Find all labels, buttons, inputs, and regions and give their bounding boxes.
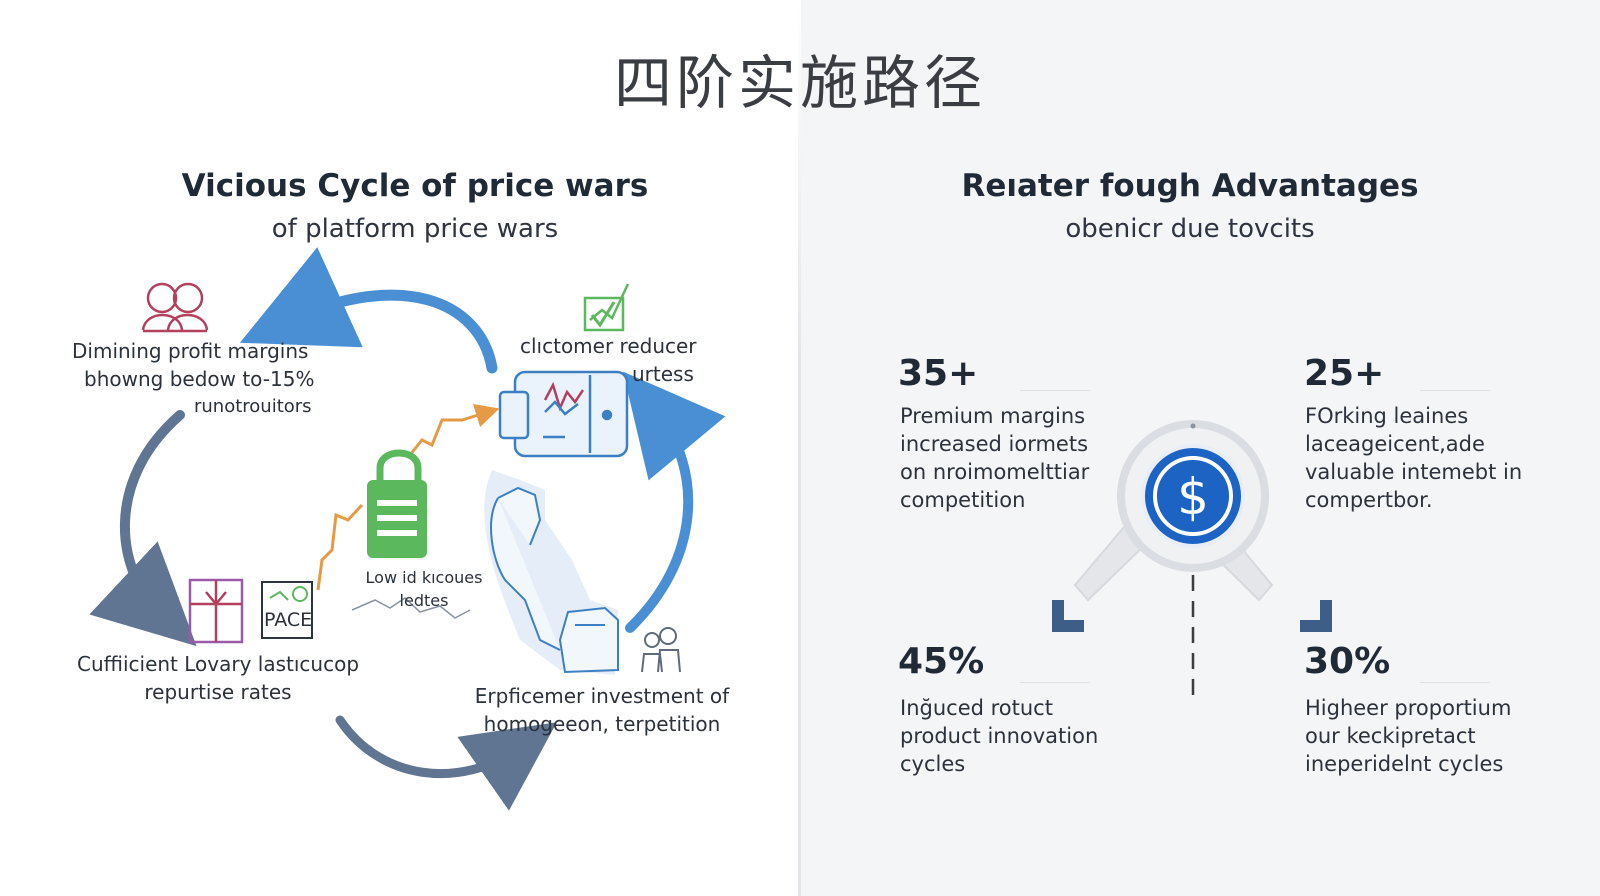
label-loyalty: Cuffiicient Lovary lastıcucop repurtise …	[68, 650, 368, 706]
label-low-line2: ledtes	[399, 591, 449, 610]
stat-1-line3: on nroimomelttiar	[900, 460, 1090, 484]
small-people-icon	[641, 627, 681, 673]
label-loyalty-line2: repurtise rates	[144, 680, 292, 704]
label-loyalty-line1: Cuffiicient Lovary lastıcucop	[76, 652, 360, 676]
cycle-arrow-bottom	[335, 715, 557, 811]
coin-blue-disc	[1141, 444, 1245, 548]
stat-2-line2: laceageicent,ade	[1305, 432, 1485, 456]
right-panel-title: Reıater fough Advantages	[961, 168, 1419, 204]
stat-text-3: Inğuced rotuct product innovation cycles	[900, 694, 1130, 778]
label-margins: Dimining profit margins bhowng bedow to-…	[72, 337, 314, 421]
stat-4-line3: ineperidelnt cycles	[1305, 752, 1504, 776]
label-margins-line1: Dimining profit margins	[72, 339, 309, 363]
scribble-line	[351, 597, 471, 619]
label-margins-line3: runotrouitors	[194, 396, 312, 417]
stat-4-line2: our keckipretact	[1305, 724, 1476, 748]
stat-text-1: Premium margins increased iormets on nro…	[900, 402, 1130, 514]
pace-box	[261, 581, 313, 639]
stat-4-line1: Higheer proportium	[1305, 696, 1512, 720]
stat-value-4: 30%	[1304, 641, 1391, 682]
vicious-cycle-diagram	[89, 247, 726, 811]
label-investment-line1: Erpficemer investment of	[474, 684, 730, 708]
label-customer-line1: clıctomer reducer	[520, 334, 697, 358]
stat-divider-1	[1020, 390, 1090, 391]
stat-divider-2	[1420, 390, 1490, 391]
stat-3-line2: product innovation	[900, 724, 1099, 748]
phone-chart-icon	[498, 370, 629, 458]
stat-divider-3	[1020, 682, 1090, 683]
stat-2-line3: valuable intemebt in	[1305, 460, 1523, 484]
dollar-coin-icon: $	[1177, 468, 1209, 526]
label-investment: Erpficemer investment of homogeeon, terp…	[462, 682, 742, 738]
stat-divider-4	[1420, 682, 1490, 683]
stat-value-2: 25+	[1304, 353, 1385, 394]
stat-1-line4: competition	[900, 488, 1026, 512]
label-customer-line2: urtess	[632, 362, 694, 386]
cycle-arrow-left	[89, 410, 197, 647]
label-low-line1: Low id kıcoues	[365, 568, 483, 587]
label-margins-line2: bhowng bedow to-15%	[84, 367, 315, 391]
page-title: 四阶实施路径	[613, 49, 986, 117]
stat-3-line1: Inğuced rotuct	[900, 696, 1053, 720]
left-panel-subtitle: of platform price wars	[271, 214, 559, 244]
stat-value-1: 35+	[898, 353, 979, 394]
arrow-corner-left	[1052, 600, 1084, 632]
stat-2-line1: FOrking leaines	[1305, 404, 1469, 428]
growth-line-lower	[316, 503, 364, 591]
stat-text-2: FOrking leaines laceageicent,ade valuabl…	[1305, 402, 1535, 514]
label-customer: clıctomer reducer urtess	[520, 332, 697, 388]
stat-value-3: 45%	[898, 641, 985, 682]
stat-text-4: Higheer proportium our keckipretact inep…	[1305, 694, 1535, 778]
label-low: Low id kıcoues ledtes	[360, 566, 488, 612]
stat-3-line3: cycles	[900, 752, 966, 776]
growth-line-upper	[408, 404, 500, 456]
right-panel-subtitle: obenicr due tovcits	[1065, 214, 1315, 244]
left-panel-title: Vicious Cycle of price wars	[181, 168, 649, 204]
chart-check-icon	[583, 283, 630, 332]
stat-2-line4: compertbor.	[1305, 488, 1433, 512]
label-pace: PACE	[264, 609, 313, 631]
padlock-icon	[367, 449, 427, 558]
hand-icon	[484, 470, 619, 675]
label-investment-line2: homogeeon, terpetition	[483, 712, 721, 736]
stat-1-line2: increased iormets	[900, 432, 1089, 456]
panel-divider	[798, 0, 801, 896]
gift-box-icon	[188, 578, 244, 644]
cycle-arrow-top	[239, 247, 498, 374]
stat-1-line1: Premium margins	[900, 404, 1086, 428]
people-icon	[141, 282, 209, 333]
arrow-corner-right	[1300, 600, 1332, 632]
cycle-arrow-right	[623, 371, 726, 633]
